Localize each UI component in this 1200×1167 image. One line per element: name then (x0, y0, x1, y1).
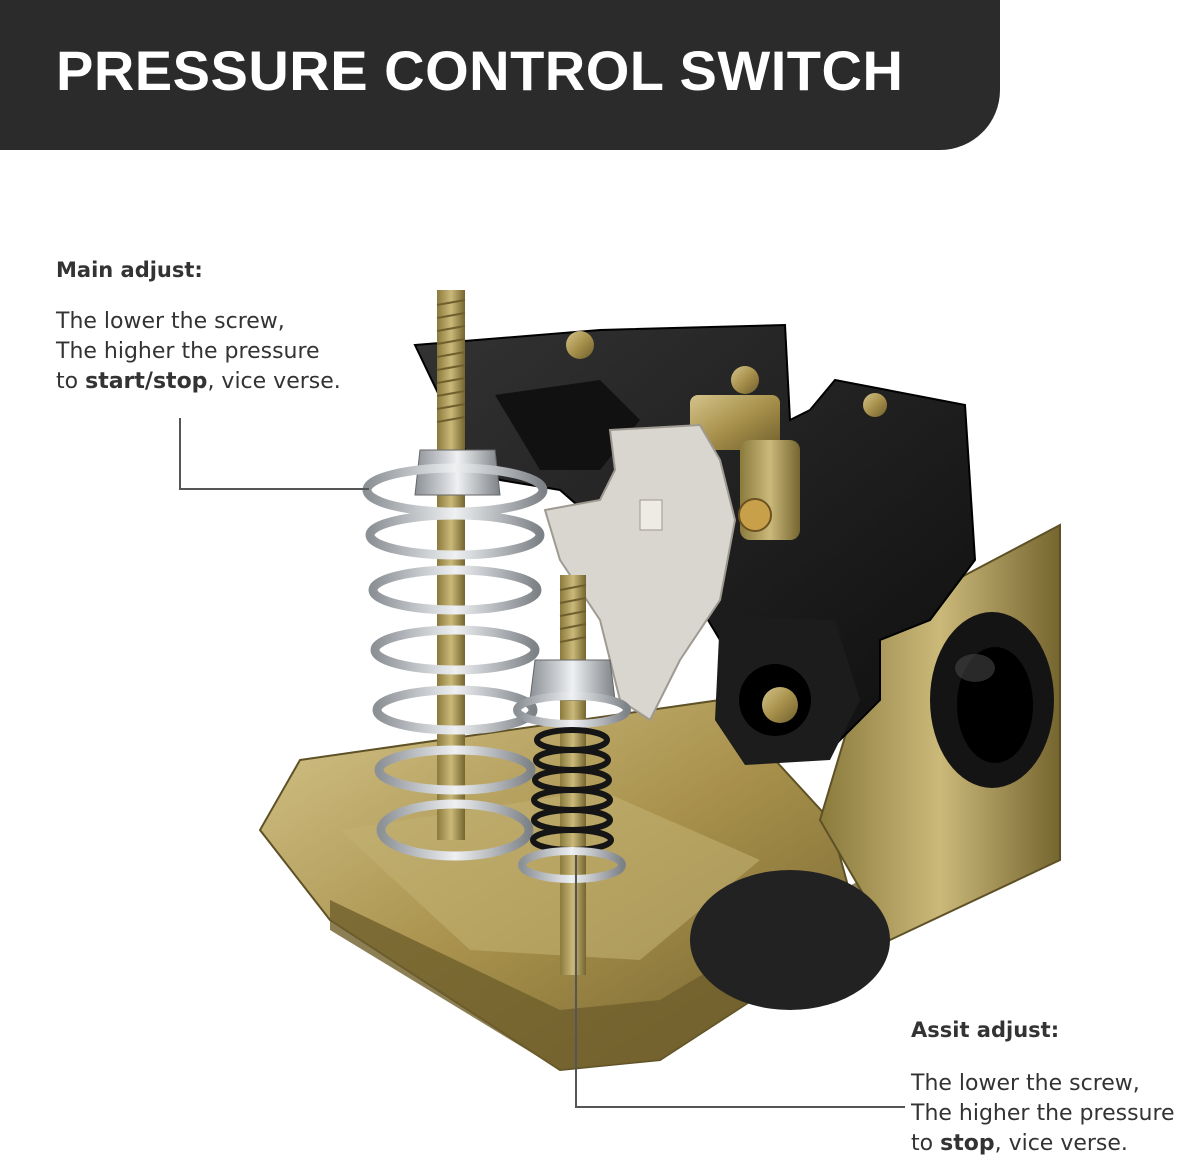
diaphragm (690, 870, 890, 1010)
assist-spring (530, 727, 614, 853)
assist-adjust-line-1: The lower the screw, (911, 1071, 1140, 1096)
assist-adjust-screw (513, 575, 631, 975)
assist-adjust-heading: Assit adjust: (911, 1018, 1060, 1042)
assist-adjust-leader-horizontal (575, 1106, 905, 1108)
main-adjust-line-2: The higher the pressure (56, 339, 320, 364)
main-adjust-line-1: The lower the screw, (56, 309, 285, 334)
main-adjust-line-3: to start/stop, vice verse. (56, 367, 341, 397)
assist-adjust-line-3: to stop, vice verse. (911, 1129, 1175, 1159)
main-adjust-leader-vertical (179, 418, 181, 490)
main-adjust-callout: Main adjust: The lower the screw, The hi… (56, 258, 341, 397)
main-adjust-emphasis: start/stop (85, 369, 208, 394)
assist-adjust-leader-vertical (575, 855, 577, 1108)
title-banner: PRESSURE CONTROL SWITCH (0, 0, 1000, 150)
main-adjust-leader-horizontal (179, 488, 369, 490)
assist-adjust-line-2: The higher the pressure (911, 1101, 1175, 1126)
assist-adjust-emphasis: stop (940, 1131, 995, 1156)
lever-arm (543, 423, 737, 722)
main-adjust-line-3-suffix: , vice verse. (207, 369, 341, 394)
main-adjust-line-3-prefix: to (56, 369, 86, 394)
assist-adjust-line-3-suffix: , vice verse. (994, 1131, 1128, 1156)
main-adjust-heading: Main adjust: (56, 258, 203, 282)
assist-adjust-callout: Assit adjust: The lower the screw, The h… (911, 1018, 1175, 1159)
main-spring (362, 463, 548, 861)
banner-title: PRESSURE CONTROL SWITCH (56, 39, 904, 102)
assist-adjust-line-3-prefix: to (911, 1131, 941, 1156)
